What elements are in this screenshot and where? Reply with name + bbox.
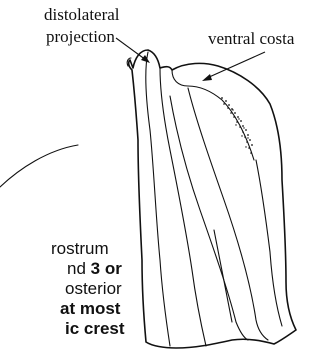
label-ventral-costa: ventral costa bbox=[208, 29, 295, 48]
ventral-costa-stippling bbox=[221, 97, 253, 154]
label-distolateral: distolateral bbox=[44, 5, 120, 24]
text-line-2-normal: nd bbox=[67, 259, 91, 278]
text-line-2-bold: 3 or bbox=[91, 259, 123, 278]
text-line-2: nd 3 or bbox=[67, 259, 122, 278]
appendage-outline bbox=[129, 50, 296, 348]
text-line-1: rostrum bbox=[51, 239, 109, 258]
label-projection: projection bbox=[46, 27, 115, 46]
description-text: rostrum nd 3 or osterior at most ic cres… bbox=[51, 239, 125, 338]
appendage-drawing bbox=[127, 50, 296, 348]
text-line-4: at most bbox=[60, 299, 121, 318]
arrow-ventral-costa bbox=[202, 52, 265, 81]
text-line-3: osterior bbox=[65, 279, 122, 298]
text-line-5: ic crest bbox=[65, 319, 125, 338]
adjacent-structure-curve bbox=[0, 145, 78, 187]
